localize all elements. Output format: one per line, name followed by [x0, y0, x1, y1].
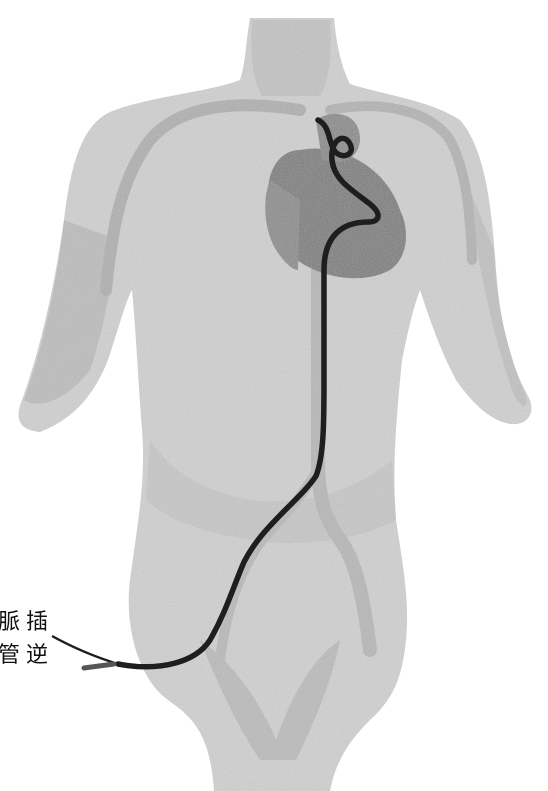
torso-silhouette [19, 18, 532, 791]
label-pointer-line [52, 636, 118, 664]
catheter-tail [84, 664, 114, 668]
label-line-1: 脈插 [0, 612, 54, 634]
neck-shadow [251, 20, 330, 96]
right-arm-shadow [24, 220, 118, 404]
label-line-2: 管逆 [0, 645, 54, 667]
